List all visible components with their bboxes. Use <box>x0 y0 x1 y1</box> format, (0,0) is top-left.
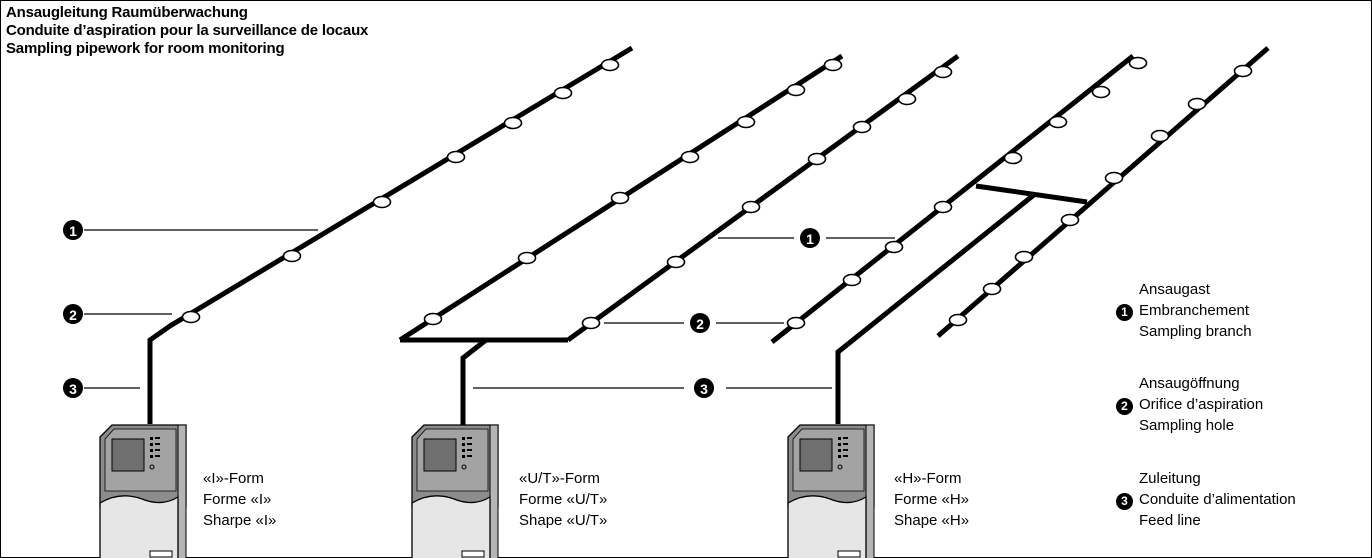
i-form-sampling-holes <box>181 58 620 324</box>
sampling-hole <box>933 65 953 79</box>
callout-2-badge <box>690 313 710 333</box>
sampling-hole <box>680 150 700 164</box>
h-form-sampling-holes <box>786 56 1253 330</box>
sampling-hole <box>736 115 756 129</box>
callout-2-number: 2 <box>696 316 704 332</box>
caption-english: Sharpe «I» <box>203 512 277 529</box>
i-form-feed-line <box>147 45 634 424</box>
sampling-hole <box>1104 171 1124 185</box>
h-form-caption: «H»-Form Forme «H» Shape «H» <box>894 468 969 531</box>
sampling-hole <box>741 200 761 214</box>
caption-german: «H»-Form <box>894 470 962 487</box>
callout-1-badge <box>63 220 83 240</box>
sampling-hole <box>1233 64 1253 78</box>
sampling-hole <box>1060 213 1080 227</box>
legend-item-sampling-hole: Ansaugöffnung Orifice d’aspiration Sampl… <box>1139 373 1263 436</box>
sampling-hole <box>807 152 827 166</box>
legend-label-german: Ansaugöffnung <box>1139 375 1240 392</box>
sampling-hole <box>1048 115 1068 129</box>
caption-french: Forme «I» <box>203 491 272 508</box>
ut-form-branch-right <box>566 53 960 343</box>
callout-2-number: 2 <box>69 307 77 323</box>
legend-item-sampling-branch: Ansaugast Embranchement Sampling branch <box>1139 279 1252 342</box>
sampling-hole <box>884 240 904 254</box>
sampling-hole <box>1003 151 1023 165</box>
sampling-hole <box>982 282 1002 296</box>
callout-3-number: 3 <box>69 381 77 397</box>
caption-french: Forme «U/T» <box>519 491 608 508</box>
legend-label-french: Embranchement <box>1139 302 1250 319</box>
sampling-hole <box>1150 129 1170 143</box>
sampling-hole <box>786 83 806 97</box>
callout-1-number: 1 <box>69 223 77 239</box>
sampling-hole <box>282 249 302 263</box>
title-french: Conduite d’aspiration pour la surveillan… <box>6 22 369 39</box>
i-form-system <box>99 45 634 558</box>
legend-item-feed-line: Zuleitung Conduite d’alimentation Feed l… <box>1139 468 1296 531</box>
callout-3-number: 3 <box>700 381 708 397</box>
callout-3-badge <box>63 378 83 398</box>
sampling-hole <box>842 273 862 287</box>
sampling-hole <box>1128 56 1148 70</box>
sampling-hole <box>666 255 686 269</box>
ut-form-caption: «U/T»-Form Forme «U/T» Shape «U/T» <box>519 468 607 531</box>
sampling-hole <box>610 191 630 205</box>
caption-english: Shape «U/T» <box>519 512 608 529</box>
caption-german: «U/T»-Form <box>519 470 600 487</box>
legend-badge-2: 2 <box>1116 398 1133 415</box>
sampling-hole <box>852 120 872 134</box>
sampling-hole <box>423 312 443 326</box>
legend-badge-3: 3 <box>1116 493 1133 510</box>
ut-form-system <box>398 53 960 558</box>
sampling-hole <box>948 313 968 327</box>
caption-english: Shape «H» <box>894 512 970 529</box>
sampling-hole <box>600 58 620 72</box>
legend-label-german: Ansaugast <box>1139 281 1210 298</box>
title-english: Sampling pipework for room monitoring <box>6 40 285 57</box>
legend-label-english: Feed line <box>1139 512 1201 529</box>
legend-badge-1: 1 <box>1116 304 1133 321</box>
sampling-hole <box>372 195 392 209</box>
sampling-hole <box>517 251 537 265</box>
caption-german: «I»-Form <box>203 470 264 487</box>
legend-label-english: Sampling hole <box>1139 417 1235 434</box>
legend-label-german: Zuleitung <box>1139 470 1201 487</box>
aspirating-detector-device <box>411 424 499 558</box>
sampling-hole <box>1091 85 1111 99</box>
aspirating-detector-device <box>787 424 875 558</box>
sampling-hole <box>786 316 806 330</box>
aspirating-detector-device <box>99 424 187 558</box>
ut-form-sampling-holes <box>423 58 953 330</box>
sampling-hole <box>581 316 601 330</box>
caption-french: Forme «H» <box>894 491 970 508</box>
sampling-hole <box>1014 250 1034 264</box>
legend-label-english: Sampling branch <box>1139 323 1252 340</box>
h-form-branch-left <box>770 54 1135 344</box>
callout-3-badge <box>694 378 714 398</box>
h-form-feed-line <box>835 192 1037 424</box>
callout-1-number: 1 <box>806 231 814 247</box>
legend-label-french: Orifice d’aspiration <box>1139 396 1264 413</box>
callout-1-badge <box>800 228 820 248</box>
sampling-hole <box>1187 97 1207 111</box>
sampling-hole <box>933 200 953 214</box>
h-form-system <box>770 46 1270 558</box>
ut-form-feed-line <box>460 338 488 425</box>
title-german: Ansaugleitung Raumüberwachung <box>6 4 248 21</box>
callout-2-badge <box>63 304 83 324</box>
i-form-caption: «I»-Form Forme «I» Sharpe «I» <box>203 468 276 531</box>
callout-badges: 1 2 3 1 2 3 <box>63 220 820 398</box>
sampling-hole <box>823 58 843 72</box>
sampling-hole <box>446 150 466 164</box>
sampling-hole <box>553 86 573 100</box>
callout-leaders <box>84 229 895 389</box>
title-block: Ansaugleitung Raumüberwachung Conduite d… <box>6 4 368 58</box>
sampling-hole <box>503 116 523 130</box>
sampling-hole <box>181 310 201 324</box>
legend-label-french: Conduite d’alimentation <box>1139 491 1296 508</box>
sampling-hole <box>897 92 917 106</box>
